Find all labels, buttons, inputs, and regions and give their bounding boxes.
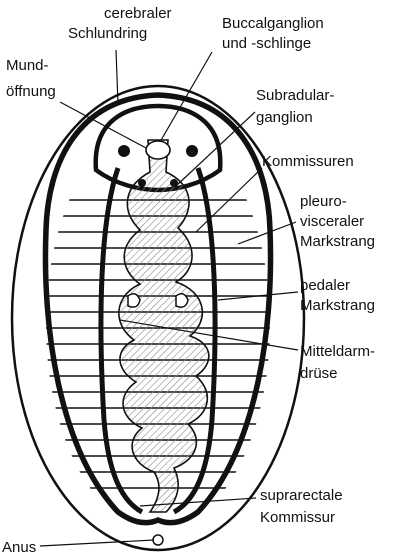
subradular-ganglion-left [138, 179, 146, 187]
label-pedal-line2: Markstrang [300, 297, 375, 314]
label-subradular-line1: Subradular- [256, 87, 334, 104]
anus-opening [152, 534, 164, 546]
intestine-gut [118, 139, 210, 513]
label-pedal-line1: pedaler [300, 277, 350, 294]
label-pleurovisceral-line1: pleuro- [300, 193, 347, 210]
label-anus: Anus [2, 539, 36, 556]
mouth-opening [145, 140, 171, 160]
label-digestive-gland-line1: Mitteldarm- [300, 343, 375, 360]
label-digestive-gland-line2: drüse [300, 365, 338, 382]
pleurovisceral-cord [42, 92, 274, 526]
label-suprarectal-line2: Kommissur [260, 509, 335, 526]
pedal-cord-left [98, 167, 144, 515]
label-mouth-line2: öffnung [6, 83, 56, 100]
label-mouth-line1: Mund- [6, 57, 49, 74]
label-buccal-line2: und -schlinge [222, 35, 311, 52]
buccal-ganglion-left [118, 145, 130, 157]
label-cerebral-ring-line2: Schlundring [68, 25, 147, 42]
subradular-ganglion-right [170, 179, 178, 187]
label-commissures: Kommissuren [262, 153, 354, 170]
gland-organ-left [127, 293, 141, 308]
leader-lines [39, 49, 299, 547]
label-subradular-line2: ganglion [256, 109, 313, 126]
label-pleurovisceral-line3: Markstrang [300, 233, 375, 250]
label-cerebral-ring-line1: cerebraler [104, 5, 172, 22]
gland-organ-right [175, 293, 189, 308]
label-pleurovisceral-line2: visceraler [300, 213, 364, 230]
outer-body-outline [10, 84, 306, 552]
label-buccal-line1: Buccalganglion [222, 15, 324, 32]
pedal-cord-right [172, 167, 218, 515]
label-suprarectal-line1: suprarectale [260, 487, 343, 504]
buccal-ganglion-right [186, 145, 198, 157]
